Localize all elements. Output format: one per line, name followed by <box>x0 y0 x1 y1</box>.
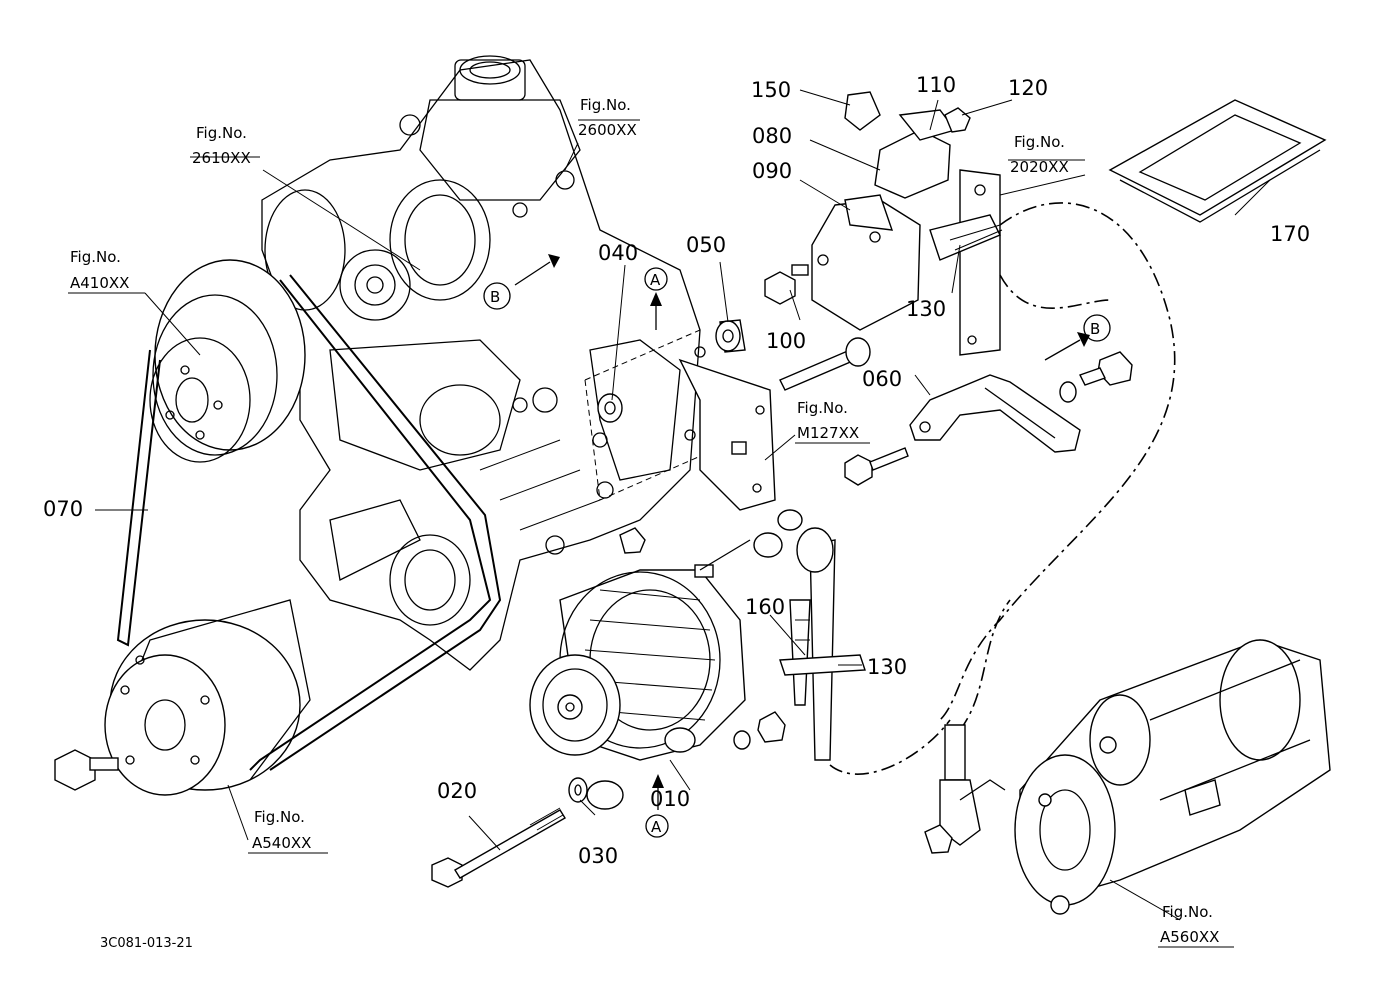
clamp-130 <box>929 214 1003 261</box>
label-100: 100 <box>766 329 806 353</box>
harness-wire <box>939 202 1176 731</box>
arrow-a-top <box>650 292 662 330</box>
svg-text:B: B <box>490 288 500 306</box>
figref-a540-num: A540XX <box>252 834 311 852</box>
arrow-a-bottom <box>652 774 664 810</box>
label-080: 080 <box>752 124 792 148</box>
label-010: 010 <box>650 787 690 811</box>
label-030: 030 <box>578 844 618 868</box>
marker-a-top: A <box>644 267 668 291</box>
spacer-040 <box>597 393 623 423</box>
nut-small <box>619 527 786 750</box>
figref-2610-title: Fig.No. <box>196 124 247 142</box>
figref-a560-num: A560XX <box>1160 928 1219 946</box>
label-170: 170 <box>1270 222 1310 246</box>
starter-terminal <box>924 724 1006 854</box>
cable-160 <box>699 509 866 761</box>
arrow-b-right <box>1044 332 1090 361</box>
label-020: 020 <box>437 779 477 803</box>
washer-030 <box>568 777 588 803</box>
adjust-plate-060 <box>909 374 1081 453</box>
label-070: 070 <box>43 497 83 521</box>
fan-pulley <box>149 259 306 463</box>
marker-b-left: B <box>483 282 511 310</box>
label-150: 150 <box>751 78 791 102</box>
bolt-long <box>779 337 871 391</box>
svg-text:B: B <box>1090 320 1100 338</box>
bolt-060 <box>844 447 909 486</box>
alternator <box>529 564 746 810</box>
figref-2020-num: 2020XX <box>1010 158 1069 176</box>
bracket-110 <box>959 169 1001 356</box>
bolt-100 <box>764 264 809 305</box>
v-belt <box>116 274 502 771</box>
arrow-b-left <box>514 254 560 286</box>
svg-text:A: A <box>650 271 661 289</box>
starter-motor <box>1014 639 1331 915</box>
label-130-top: 130 <box>906 297 946 321</box>
relay-090 <box>811 194 921 331</box>
figref-m127-num: M127XX <box>797 424 859 442</box>
bolt-020 <box>431 807 566 888</box>
figref-2610-num: 2610XX <box>192 149 251 167</box>
collar-050 <box>715 319 746 353</box>
manual-170 <box>1108 99 1327 223</box>
leader-lines <box>95 89 1271 921</box>
engine-block <box>261 55 701 671</box>
figref-a540-title: Fig.No. <box>254 808 305 826</box>
figref-a410-title: Fig.No. <box>70 248 121 266</box>
label-160: 160 <box>745 595 785 619</box>
label-060: 060 <box>862 367 902 391</box>
figref-m127-title: Fig.No. <box>797 399 848 417</box>
marker-b-right: B <box>1083 314 1111 342</box>
label-090: 090 <box>752 159 792 183</box>
figref-a560-title: Fig.No. <box>1162 903 1213 921</box>
figref-2020-title: Fig.No. <box>1014 133 1065 151</box>
drawing-code: 3C081-013-21 <box>100 936 193 951</box>
nut-060 <box>1059 351 1133 403</box>
figref-2600-title: Fig.No. <box>580 96 631 114</box>
label-120: 120 <box>1008 76 1048 100</box>
svg-text:A: A <box>651 818 662 836</box>
connector-150 <box>844 91 881 131</box>
label-050: 050 <box>686 233 726 257</box>
bracket-m127 <box>678 346 776 511</box>
marker-a-bottom: A <box>645 814 669 838</box>
figref-2600-num: 2600XX <box>578 121 637 139</box>
label-110: 110 <box>916 73 956 97</box>
relay-080 <box>874 109 957 199</box>
label-130-bottom: 130 <box>867 655 907 679</box>
crank-pulley <box>54 599 311 796</box>
label-040: 040 <box>598 241 638 265</box>
figref-a410-num: A410XX <box>70 274 129 292</box>
